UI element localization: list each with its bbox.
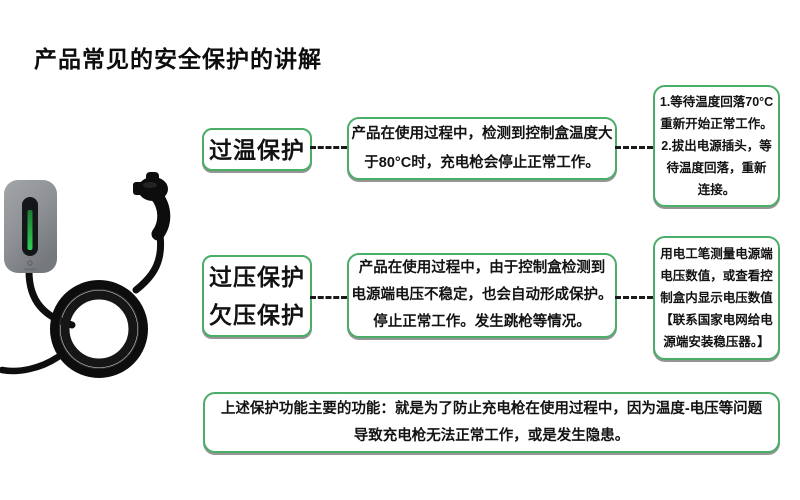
remedy-line: 待温度回落，重新 xyxy=(666,161,767,175)
remedy-box-overtemp: 1.等待温度回落70°C 重新开始正常工作。 2.拔出电源插头，等 待温度回落，… xyxy=(653,85,780,207)
description-line: 产品在使用过程中，检测到控制盒温度大 xyxy=(351,125,613,142)
label-text: 过温保护 xyxy=(209,136,305,163)
summary-box: 上述保护功能主要的功能：就是为了防止充电枪在使用过程中，因为温度-电压等问题 导… xyxy=(203,392,780,453)
dashed-connector-row2-left xyxy=(310,296,347,299)
description-line: 于80°C时，充电枪会停止正常工作。 xyxy=(364,154,600,171)
summary-line: 导致充电枪无法正常工作，或是发生隐患。 xyxy=(353,427,630,444)
brand-text-mark xyxy=(24,268,36,271)
summary-line: 上述保护功能主要的功能：就是为了防止充电枪在使用过程中，因为温度-电压等问题 xyxy=(220,400,763,417)
remedy-box-voltage: 用电工笔测量电源端 电压数值，或查看控 制盒内显示电压数值 【联系国家电网给电 … xyxy=(653,236,780,360)
description-box-voltage: 产品在使用过程中，由于控制盒检测到 电源端电压不稳定，也会自动形成保护。 停止正… xyxy=(347,253,617,338)
dashed-connector-row1-right xyxy=(615,146,653,149)
brand-mark xyxy=(27,260,33,266)
dashed-connector-row1-left xyxy=(310,146,347,149)
charging-gun-icon xyxy=(133,172,171,241)
page-title: 产品常见的安全保护的讲解 xyxy=(34,46,322,72)
description-line: 产品在使用过程中，由于控制盒检测到 xyxy=(358,260,606,276)
description-line: 电源端电压不稳定，也会自动形成保护。 xyxy=(351,287,613,303)
remedy-line: 【联系国家电网给电 xyxy=(660,313,773,327)
description-line: 停止正常工作。发生跳枪等情况。 xyxy=(373,314,591,330)
label-text: 过压保护 xyxy=(209,264,305,290)
charge-indicator-bar xyxy=(27,210,33,250)
remedy-line: 电压数值，或查看控 xyxy=(660,269,773,283)
label-text: 欠压保护 xyxy=(209,302,305,328)
wallbox-body-icon xyxy=(4,180,57,273)
dashed-connector-row2-right xyxy=(615,296,653,299)
label-box-overtemp-protection: 过温保护 xyxy=(202,128,312,171)
remedy-line: 连接。 xyxy=(697,183,736,197)
cable-tail xyxy=(0,353,62,375)
remedy-line: 制盒内显示电压数值 xyxy=(660,291,773,305)
remedy-line: 2.拔出电源插头，等 xyxy=(661,139,772,153)
ev-charger-illustration xyxy=(0,172,171,378)
remedy-line: 1.等待温度回落70°C xyxy=(659,95,774,109)
description-box-overtemp: 产品在使用过程中，检测到控制盒温度大 于80°C时，充电枪会停止正常工作。 xyxy=(347,117,617,180)
remedy-line: 用电工笔测量电源端 xyxy=(660,247,773,261)
remedy-line: 重新开始正常工作。 xyxy=(660,117,773,131)
cable-coil-icon xyxy=(0,231,165,378)
remedy-line: 源端安装稳压器。】 xyxy=(663,335,770,349)
label-box-voltage-protection: 过压保护 欠压保护 xyxy=(202,255,312,337)
gun-cable xyxy=(132,231,165,294)
